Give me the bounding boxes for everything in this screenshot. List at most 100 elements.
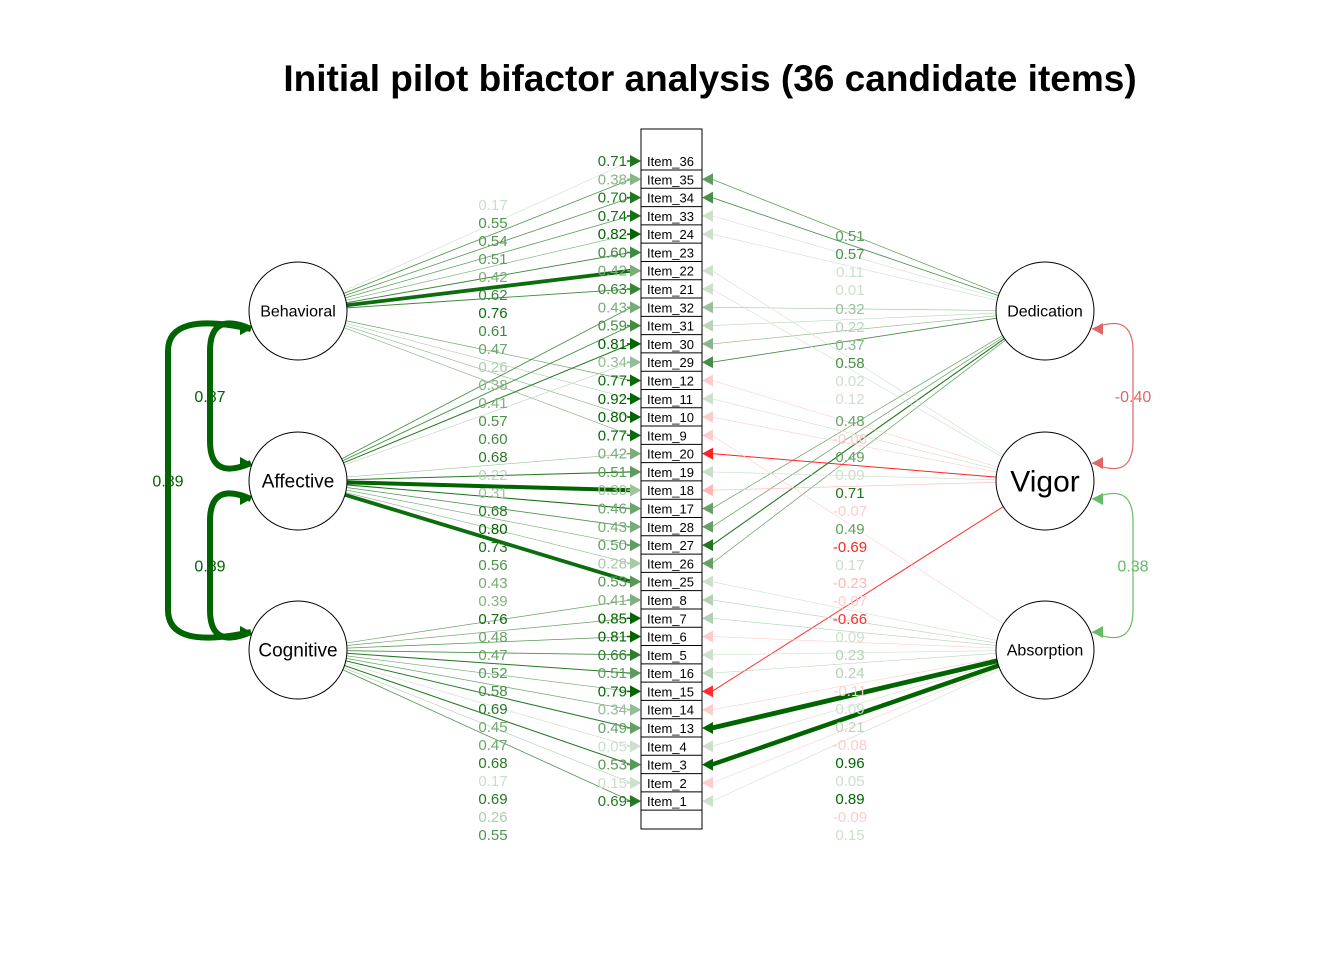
item-loading-label: 0.49 [598, 720, 627, 737]
arrowhead-icon [630, 667, 641, 680]
loading-label: 0.26 [478, 809, 507, 826]
arrowhead-icon [630, 301, 641, 314]
loading-label: 0.55 [478, 827, 507, 844]
loading-edge [346, 288, 632, 309]
latent-node-vigor: Vigor [995, 431, 1095, 531]
covariance-edge [1091, 322, 1134, 470]
loading-edge [711, 599, 997, 644]
covariance-edge [1091, 492, 1134, 639]
arrowhead-icon [630, 502, 641, 515]
loading-edge [711, 336, 1004, 528]
item-label: Item_11 [647, 392, 693, 407]
loading-label: -0.07 [833, 593, 867, 610]
loading-label: 0.23 [835, 647, 864, 664]
loading-edge [346, 599, 632, 644]
arrowhead-icon [702, 667, 713, 680]
arrowhead-icon [630, 575, 641, 588]
loading-edge [343, 667, 632, 784]
loading-edge [344, 197, 632, 296]
item-label: Item_23 [647, 245, 694, 260]
loading-edge [711, 398, 998, 470]
loading-edge [711, 197, 999, 297]
arrowhead-icon [702, 173, 713, 186]
loading-label: 0.49 [835, 449, 864, 466]
item-label: Item_24 [647, 227, 694, 242]
arrowhead-icon [702, 191, 713, 204]
arrowhead-icon [630, 465, 641, 478]
arrowhead-icon [630, 740, 641, 753]
loading-label: 0.09 [835, 629, 864, 646]
loading-edge [343, 178, 632, 294]
loading-label: 0.21 [835, 719, 864, 736]
loading-label: 0.73 [478, 539, 507, 556]
item-loading-label: 0.50 [598, 537, 627, 554]
arrowhead-icon [240, 493, 251, 505]
loading-label: 0.57 [835, 246, 864, 263]
arrowhead-icon [630, 758, 641, 771]
arrowhead-icon [702, 301, 713, 314]
loading-label: 0.49 [835, 521, 864, 538]
item-label: Item_35 [647, 172, 694, 187]
arrowhead-icon [702, 502, 713, 515]
arrowhead-icon [702, 593, 713, 606]
loading-label: 0.09 [835, 467, 864, 484]
item-label: Item_13 [647, 721, 694, 736]
item-label: Item_25 [647, 575, 694, 590]
arrowhead-icon [702, 776, 713, 789]
loading-edge [711, 315, 997, 345]
loading-edge [711, 663, 1000, 767]
item-column-border [640, 128, 703, 830]
item-label: Item_19 [647, 465, 694, 480]
loading-edge [344, 361, 632, 466]
arrowhead-icon [702, 795, 713, 808]
loading-label: 0.32 [835, 301, 864, 318]
latent-node-affective: Affective [248, 431, 348, 531]
loading-edge [344, 665, 632, 766]
arrowhead-icon [702, 264, 713, 277]
item-loading-label: 0.60 [598, 244, 627, 261]
latent-node-absorption: Absorption [995, 600, 1095, 700]
arrowhead-icon [702, 374, 713, 387]
arrowhead-icon [630, 209, 641, 222]
item-label: Item_18 [647, 483, 694, 498]
arrowhead-icon [702, 392, 713, 405]
loading-label: -0.69 [833, 539, 867, 556]
arrowhead-icon [630, 795, 641, 808]
arrowhead-icon [702, 337, 713, 350]
loading-label: 0.56 [478, 557, 507, 574]
latent-node-cognitive: Cognitive [248, 600, 348, 700]
loading-edge [711, 650, 997, 656]
loading-edge [711, 471, 997, 481]
loading-edge [342, 160, 632, 292]
item-loading-label: 0.43 [598, 519, 627, 536]
loading-edge [711, 270, 1004, 456]
item-loading-label: 0.42 [598, 446, 627, 463]
arrowhead-icon [630, 246, 641, 259]
latent-node-dedication: Dedication [995, 261, 1095, 361]
loading-edge [345, 322, 632, 400]
item-loading-label: 0.38 [598, 171, 627, 188]
loading-edge [346, 652, 632, 674]
item-label: Item_5 [647, 648, 687, 663]
arrowhead-icon [702, 319, 713, 332]
item-label: Item_34 [647, 191, 694, 206]
arrowhead-icon [630, 264, 641, 277]
loading-label: 0.80 [478, 521, 507, 538]
loading-label: 0.37 [835, 337, 864, 354]
arrowhead-icon [702, 575, 713, 588]
latent-circle [248, 600, 348, 700]
item-loading-label: 0.34 [598, 354, 627, 371]
loading-label: 0.17 [835, 557, 864, 574]
loading-label: 0.31 [478, 485, 507, 502]
item-loading-label: 0.80 [598, 409, 627, 426]
loading-label: -0.23 [833, 575, 867, 592]
covariance-label: 0.89 [194, 559, 225, 576]
loading-label: -0.08 [833, 737, 867, 754]
latent-node-behavioral: Behavioral [248, 261, 348, 361]
arrowhead-icon [240, 323, 251, 335]
item-label: Item_8 [647, 593, 687, 608]
loading-edge [346, 487, 632, 528]
loading-label: 0.76 [478, 305, 507, 322]
item-label: Item_6 [647, 630, 687, 645]
item-loading-label: 0.82 [598, 226, 627, 243]
